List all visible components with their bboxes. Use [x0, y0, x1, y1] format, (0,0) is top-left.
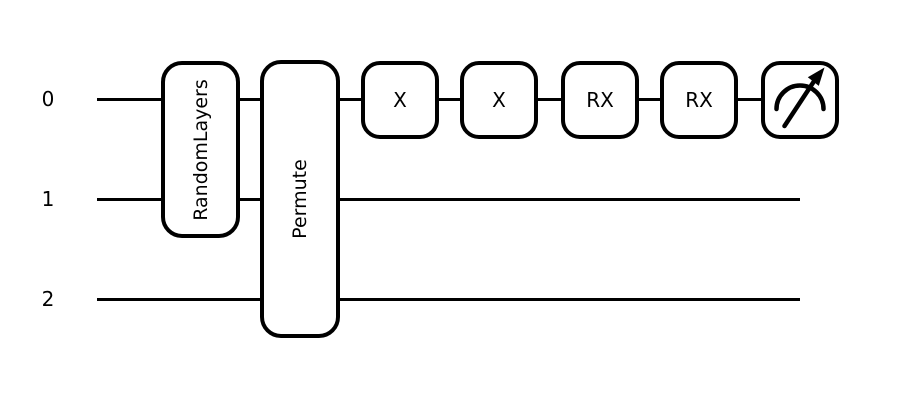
gate-randomlayers: RandomLayers [161, 61, 240, 238]
gate-randomlayers-label: RandomLayers [189, 78, 212, 221]
wire-label-0: 0 [41, 87, 55, 111]
gate-x-1-label: X [393, 88, 407, 112]
wire-line-2 [97, 298, 800, 301]
gate-rx-1: RX [561, 61, 639, 139]
gate-x-1: X [361, 61, 439, 139]
wire-line-1 [97, 198, 800, 201]
gate-x-2: X [460, 61, 538, 139]
wire-line-0 [97, 98, 800, 101]
gate-rx-1-label: RX [586, 88, 614, 112]
measurement-box [761, 61, 839, 139]
gate-x-2-label: X [492, 88, 506, 112]
measurement-gauge-icon [773, 67, 826, 128]
wire-label-2: 2 [41, 287, 55, 311]
wire-label-1: 1 [41, 187, 55, 211]
gate-permute: Permute [260, 60, 340, 338]
gate-rx-2-label: RX [685, 88, 713, 112]
gate-permute-label: Permute [289, 159, 312, 239]
gate-rx-2: RX [660, 61, 738, 139]
